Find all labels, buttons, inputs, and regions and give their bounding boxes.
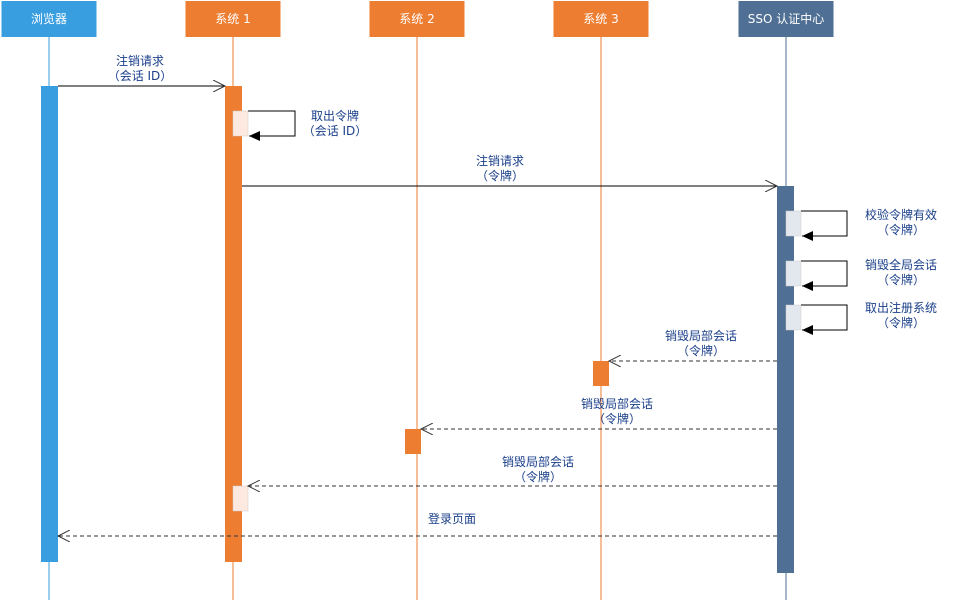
activation-bar-sys3 (593, 361, 609, 386)
self-call-box (785, 210, 802, 237)
message-label: 销毁局部会话 (581, 396, 653, 411)
message-m8: 销毁局部会话（令牌） (421, 396, 777, 429)
actor-browser: 浏览器 (1, 1, 97, 37)
actor-label-sys2: 系统 2 (399, 12, 434, 26)
message-m2: 取出令牌（会话 ID） (232, 108, 368, 141)
message-label: 取出令牌 (311, 108, 359, 123)
actor-sys2: 系统 2 (369, 1, 465, 37)
message-label: 注销请求 (476, 153, 524, 168)
actor-sso: SSO 认证中心 (738, 1, 834, 37)
message-label: 注销请求 (116, 53, 164, 68)
message-m3: 注销请求（令牌） (242, 153, 777, 186)
message-label: （令牌） (514, 469, 562, 484)
actor-label-sso: SSO 认证中心 (748, 11, 825, 26)
self-call-arrow (801, 304, 848, 335)
actor-sys3: 系统 3 (553, 1, 649, 37)
activation-bar-browser (41, 86, 58, 562)
activation-box (232, 485, 249, 512)
actor-box-sys1 (185, 1, 281, 37)
message-m9: 销毁局部会话（令牌） (232, 454, 777, 512)
message-m5: 销毁全局会话（令牌） (785, 257, 937, 291)
actor-box-browser (1, 1, 97, 37)
actor-box-sso (738, 1, 834, 37)
message-m1: 注销请求（会话 ID） (58, 53, 225, 86)
message-label: （令牌） (476, 168, 524, 183)
self-call-box (785, 260, 802, 287)
message-label: （令牌） (877, 222, 925, 237)
actor-sys1: 系统 1 (185, 1, 281, 37)
message-label: 登录页面 (428, 511, 476, 526)
message-label: （令牌） (877, 315, 925, 330)
message-label: （会话 ID） (303, 124, 368, 138)
self-call-arrow (248, 110, 296, 141)
actor-box-sys2 (369, 1, 465, 37)
message-label: （令牌） (593, 411, 641, 426)
actor-box-sys3 (553, 1, 649, 37)
self-call-arrow (801, 210, 848, 241)
activation-bar-sys2 (405, 429, 421, 454)
activation-bar-sys1 (225, 86, 242, 562)
message-label: （令牌） (677, 343, 725, 358)
message-label: 校验令牌有效 (865, 207, 937, 222)
self-call-arrow (801, 260, 848, 291)
message-label: （会话 ID） (108, 69, 173, 83)
message-m4: 校验令牌有效（令牌） (785, 207, 937, 241)
message-label: 销毁局部会话 (665, 328, 737, 343)
message-m7: 销毁局部会话（令牌） (609, 328, 777, 361)
activation-bar-sso (777, 186, 794, 573)
message-label: （令牌） (877, 272, 925, 287)
self-call-box (785, 304, 802, 331)
message-m10: 登录页面 (58, 511, 777, 536)
message-label: 取出注册系统 (865, 300, 937, 315)
actor-label-sys3: 系统 3 (583, 12, 618, 26)
message-label: 销毁局部会话 (502, 454, 574, 469)
message-m6: 取出注册系统（令牌） (785, 300, 937, 335)
self-call-box (232, 110, 249, 137)
actor-label-browser: 浏览器 (31, 11, 67, 26)
message-label: 销毁全局会话 (865, 257, 937, 272)
actor-label-sys1: 系统 1 (215, 12, 250, 26)
